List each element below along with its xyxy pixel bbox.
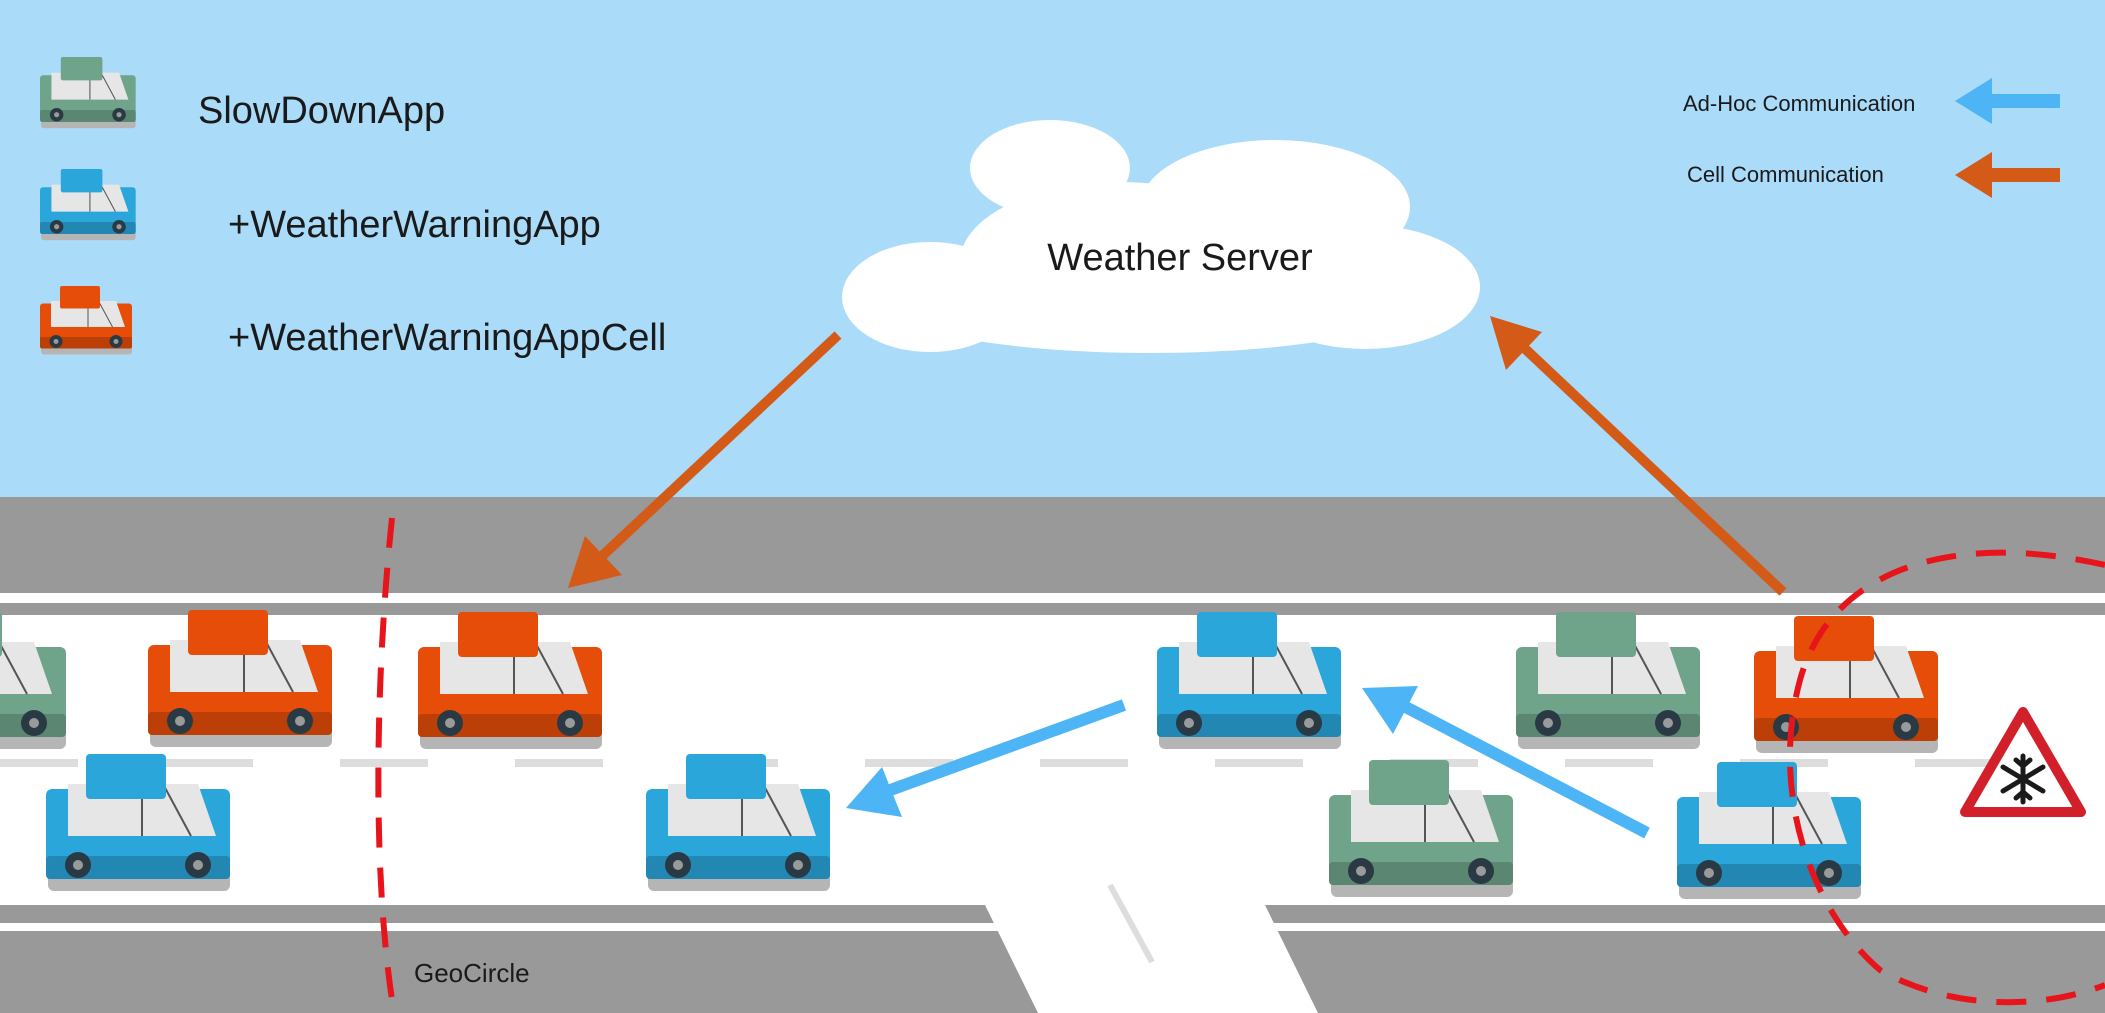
cell-arrow-down (596, 331, 842, 562)
legend-label-cell: Cell Communication (1687, 162, 1884, 187)
adhoc-arrow-2-head (846, 767, 902, 817)
adhoc-arrow-2 (879, 699, 1127, 799)
road-car-1 (0, 612, 66, 749)
legend-label-slowdownapp: SlowDownApp (198, 90, 445, 132)
road-car-3 (418, 612, 602, 749)
adhoc-arrow-1 (1393, 696, 1650, 839)
car-icon-weatherwarningappcell (40, 286, 132, 355)
car-icon-slowdownapp (40, 57, 136, 129)
app-legend: SlowDownApp +WeatherWarningApp +WeatherW… (40, 57, 666, 359)
road-car-8 (646, 754, 830, 891)
car-icon-weatherwarningapp (40, 169, 136, 241)
communication-legend: Ad-Hoc Communication Cell Communication (1683, 78, 2060, 198)
cell-arrow-down-head (568, 536, 622, 588)
cell-arrow-up (1516, 340, 1787, 596)
side-road-marking (1107, 883, 1155, 964)
road-car-9 (1329, 760, 1513, 897)
geocircle-boundary (375, 517, 2105, 1006)
cars-layer (0, 610, 1938, 899)
app-legend-icons (40, 57, 136, 355)
geocircle-line-left (375, 517, 395, 1001)
road-car-4 (1157, 612, 1341, 749)
road-car-7 (46, 754, 230, 891)
legend-label-weatherwarningappcell: +WeatherWarningAppCell (228, 317, 666, 359)
cell-arrow-up-head (1490, 316, 1542, 370)
adhoc-legend-arrow-head (1955, 78, 1992, 124)
upper-shoulder (0, 497, 2105, 593)
cell-legend-arrow-head (1955, 152, 1992, 198)
snowflake-warning-icon (1960, 707, 2086, 817)
cloud-label: Weather Server (1047, 237, 1313, 279)
weather-server-cloud: Weather Server (842, 120, 1480, 353)
legend-label-adhoc: Ad-Hoc Communication (1683, 91, 1915, 116)
snowflake-icon (2000, 753, 2046, 805)
cell-arrows (568, 316, 1787, 596)
road (0, 497, 2105, 1013)
road-car-5 (1516, 612, 1700, 749)
adhoc-arrows (846, 686, 1650, 839)
road-car-2 (148, 610, 332, 747)
road-car-10 (1677, 762, 1861, 899)
legend-label-weatherwarningapp: +WeatherWarningApp (228, 204, 601, 246)
adhoc-arrow-1-head (1362, 686, 1418, 734)
geocircle-label: GeoCircle (414, 958, 530, 988)
